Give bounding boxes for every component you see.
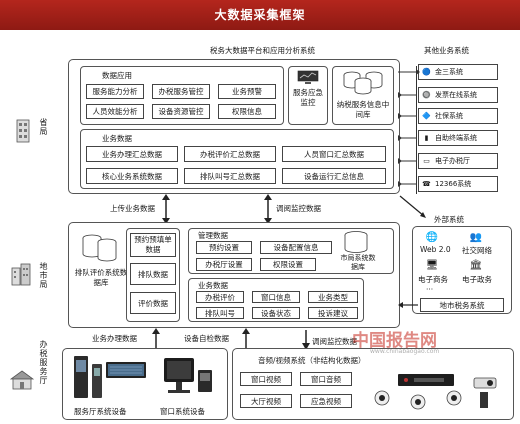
city-tax-label: 地市税务系统	[439, 300, 485, 310]
cell-eval-summary: 办税评价汇总数据	[184, 146, 276, 162]
cell-service-capacity: 服务能力分析	[86, 84, 144, 99]
cell-tax-eval: 办税评价	[196, 291, 244, 303]
ext-social: 社交网络	[462, 246, 492, 255]
av-devices-illustration	[374, 374, 497, 410]
sys-item-etax: ▭电子办税厅	[418, 153, 498, 169]
level-province: 省局	[39, 118, 48, 136]
self-service-arrow	[242, 328, 250, 348]
cell-device-status: 设备状态	[252, 307, 300, 319]
ext-ecommerce: 电子商务	[418, 275, 448, 284]
cell-hall-settings: 办税厅设置	[196, 258, 252, 271]
laptop-icon: ▭	[423, 157, 430, 165]
hall-house-icon	[10, 370, 34, 390]
database-icon	[343, 71, 383, 95]
external-label: 外部系统	[434, 215, 464, 224]
monitor2-arrow	[302, 330, 310, 350]
cell-complaint: 投诉建议	[308, 307, 358, 319]
city-tax-arrow	[398, 302, 418, 308]
cell-business-alert: 业务预警	[218, 84, 276, 99]
city-db-icon	[344, 231, 368, 253]
cell-window-info: 窗口信息	[252, 291, 300, 303]
cell-core-system: 核心业务系统数据	[86, 168, 178, 184]
terminal-icon: ▮	[424, 134, 429, 142]
platform-label: 税务大数据平台和应用分析系统	[210, 46, 315, 55]
ext-web: Web 2.0	[420, 245, 451, 254]
ext-egov: 电子政务	[462, 275, 492, 284]
biz-data-label: 业务数据	[102, 134, 132, 143]
self-service-label: 设备自检数据	[184, 334, 229, 343]
cell-window-audio: 窗口音频	[300, 372, 352, 386]
external-arrow	[399, 195, 426, 218]
cell-biz-summary: 业务办理汇总数据	[86, 146, 178, 162]
cell-reservation-settings: 预约设置	[196, 241, 252, 254]
queue-db-icon	[82, 234, 117, 262]
ecommerce-icon: 🖥	[425, 260, 439, 271]
sys-item-jinsan: 🔵金三系统	[418, 64, 498, 80]
cell-eval-data: 评价数据	[130, 292, 176, 314]
cell-queue-data: 排队数据	[130, 263, 176, 285]
city-building-icon	[11, 263, 31, 286]
cell-permission-info: 权限信息	[218, 104, 276, 119]
upload-arrow	[162, 194, 170, 224]
av-region	[232, 348, 514, 420]
cell-reservation-data: 预约预填单数据	[130, 233, 176, 257]
monitor2-label: 调阅监控数据	[312, 337, 357, 346]
ext-city-tax: 地市税务系统	[420, 298, 504, 312]
cell-biz-type: 业务类型	[308, 291, 358, 303]
data-app-label: 数据应用	[102, 71, 132, 80]
egov-icon: 🏛	[469, 260, 483, 271]
sys-item-terminal: ▮自助终端系统	[418, 130, 498, 146]
invoice-icon: 🔘	[422, 91, 431, 99]
cell-queue-call: 排队叫号	[196, 307, 244, 319]
av-label: 音频/视频系统（非结构化数据）	[258, 356, 366, 365]
phone-icon: ☎	[422, 180, 431, 188]
hall-devices-illustration	[74, 356, 212, 398]
cell-device-config: 设备配置信息	[260, 241, 332, 254]
cell-staff-efficiency: 人员效能分析	[86, 104, 144, 119]
watermark-url: www.chinabaogao.com	[370, 348, 440, 355]
ext-more: ···	[426, 285, 434, 294]
title-bar	[0, 0, 520, 30]
watermark-text: 中国报告网	[352, 331, 437, 351]
province-building-icon	[16, 119, 30, 143]
other-systems-connectors	[398, 69, 420, 187]
cell-device-resource-control: 设备资源管控	[152, 104, 210, 119]
other-systems-bus	[416, 66, 417, 194]
cell-permission-settings: 权限设置	[260, 258, 316, 271]
cell-hall-video: 大厅视频	[240, 394, 292, 408]
monitor-icon	[297, 70, 319, 84]
hall-device-1: 服务厅系统设备	[74, 407, 127, 416]
hall-device-2: 窗口系统设备	[160, 407, 205, 416]
sys-item-social: 🔷社保系统	[418, 108, 498, 124]
tax-db-box	[332, 66, 394, 125]
cell-tax-service-control: 办税服务管控	[152, 84, 210, 99]
handle-label: 业务办理数据	[92, 334, 137, 343]
service-monitor-label: 服务应急监控	[293, 88, 323, 107]
monitor-arrow	[264, 194, 272, 224]
social-icon: 🔷	[422, 112, 431, 120]
level-city: 地市局	[39, 262, 48, 289]
tax-db-label: 纳税服务信息中间库	[336, 100, 390, 119]
cell-window-video: 窗口视频	[240, 372, 292, 386]
other-systems-label: 其他业务系统	[424, 46, 469, 55]
social-network-icon: 👥	[469, 232, 483, 243]
cell-device-run-summary: 设备运行汇总信息	[282, 168, 386, 184]
cell-emergency-video: 应急视频	[300, 394, 352, 408]
handle-arrow	[152, 328, 160, 348]
level-hall: 办税服务厅	[39, 340, 48, 385]
monitor-label: 调阅监控数据	[276, 204, 321, 213]
cell-staff-window-summary: 人员窗口汇总数据	[282, 146, 386, 162]
sys-item-12366: ☎12366系统	[418, 176, 498, 192]
upload-label: 上传业务数据	[110, 204, 155, 213]
mgmt-label: 管理数据	[198, 231, 228, 240]
sys-item-invoice: 🔘发票在线系统	[418, 87, 498, 103]
web-icon: 🌐	[425, 232, 439, 243]
city-db-label: 市局系统数据库	[340, 254, 376, 271]
city-biz-label: 业务数据	[198, 281, 228, 290]
page-title: 大数据采集框架	[214, 8, 306, 22]
queue-db-label: 排队评价系统数据库	[74, 268, 128, 287]
cell-queue-summary: 排队叫号汇总数据	[184, 168, 276, 184]
seal-icon: 🔵	[422, 68, 431, 76]
